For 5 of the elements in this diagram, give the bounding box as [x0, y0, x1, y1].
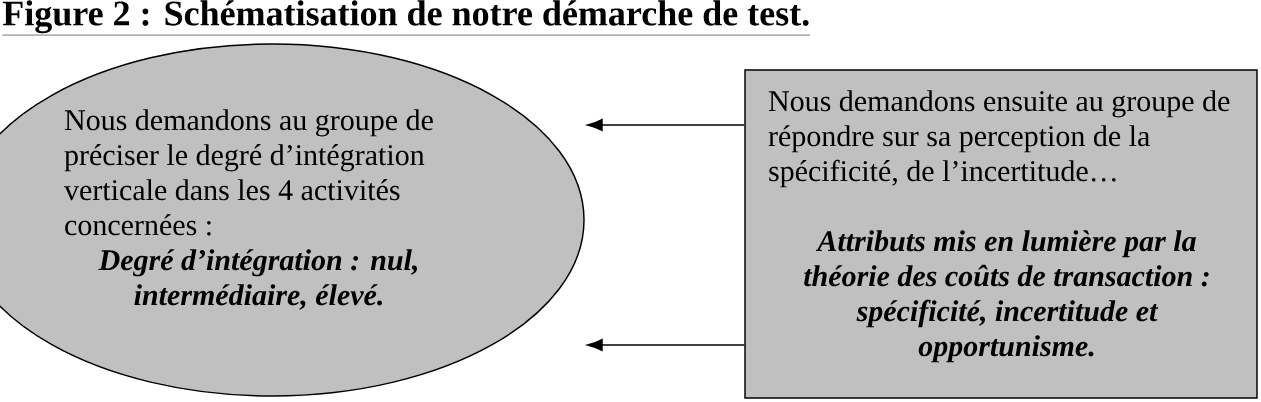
oval-node: Nous demandons au groupe de préciser le degré d’intégration verticale dans les 4 activités concernées : Degré d’intégration : nul, intermédiaire, élevé.	[0, 43, 585, 397]
text-box: Nous demandons ensuite au groupe de répondre sur sa perception de la spécificité, de l’incertitude… Attributs mis en lumière par la théorie des coûts de transaction : spécificité, incertitude et opportunisme.	[744, 69, 1258, 399]
arrow	[587, 338, 745, 352]
figure-title: Figure 2 : Schématisation de notre démarche de test.	[2, 0, 811, 36]
arrow	[587, 118, 745, 132]
